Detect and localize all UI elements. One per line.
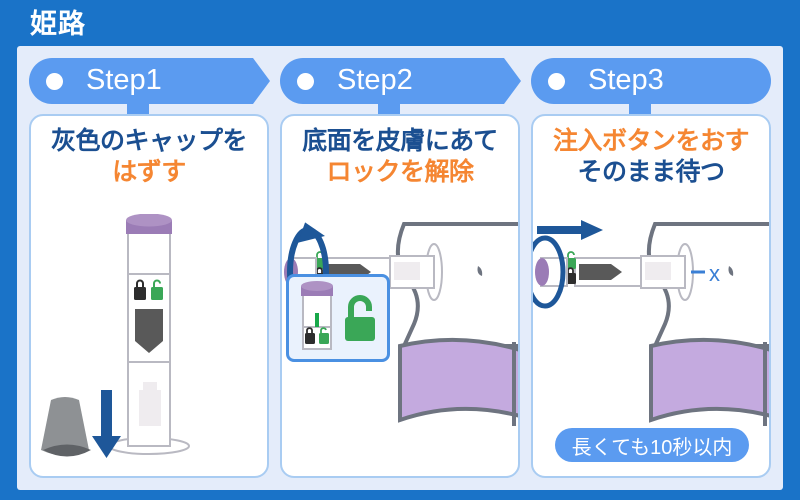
wait-time-badge: 長くても10秒以内 bbox=[555, 428, 749, 462]
step-column-3: Step3 注入ボタンをおす そのまま待つ bbox=[531, 58, 771, 478]
circle-bullet-icon bbox=[548, 72, 565, 90]
unlock-detail-inset bbox=[286, 274, 390, 362]
step-instruction-3: 注入ボタンをおす そのまま待つ bbox=[533, 126, 769, 187]
circle-bullet-icon bbox=[297, 72, 314, 90]
step-column-2: Step2 底面を皮膚にあて ロックを解除 bbox=[280, 58, 521, 478]
step-instruction-1: 灰色のキャップを はずす bbox=[31, 126, 267, 187]
step-instruction-3-line2: そのまま待つ bbox=[577, 157, 725, 186]
step-instruction-2: 底面を皮膚にあて ロックを解除 bbox=[282, 126, 518, 187]
step-instruction-1-line2: はずす bbox=[112, 157, 186, 186]
steps-panel: Step1 灰色のキャップを はずす bbox=[17, 46, 783, 490]
pen-against-skin-unlock-illustration bbox=[282, 214, 518, 476]
step-header-3[interactable]: Step3 bbox=[531, 58, 771, 104]
step-card-2: 底面を皮膚にあて ロックを解除 bbox=[280, 114, 520, 478]
step-instruction-2-line1: 底面を皮膚にあて bbox=[302, 127, 498, 155]
step-card-1: 灰色のキャップを はずす bbox=[29, 114, 269, 478]
step-instruction-3-line1: 注入ボタンをおす bbox=[552, 127, 750, 155]
press-injection-button-illustration: x bbox=[533, 214, 769, 476]
svg-text:x: x bbox=[709, 261, 720, 286]
step-label-3: Step3 bbox=[588, 63, 664, 96]
step-header-2[interactable]: Step2 bbox=[280, 58, 521, 104]
step-instruction-1-line1: 灰色のキャップを bbox=[50, 127, 248, 155]
pen-remove-gray-cap-illustration bbox=[31, 214, 267, 476]
step-column-1: Step1 灰色のキャップを はずす bbox=[29, 58, 270, 478]
step-instruction-2-line2: ロックを解除 bbox=[326, 157, 474, 186]
step-label-2: Step2 bbox=[337, 63, 413, 96]
step-label-1: Step1 bbox=[86, 63, 162, 96]
page-title: 姫路 bbox=[30, 8, 86, 39]
step-header-1[interactable]: Step1 bbox=[29, 58, 270, 104]
step-card-3: 注入ボタンをおす そのまま待つ bbox=[531, 114, 771, 478]
circle-bullet-icon bbox=[46, 72, 63, 90]
